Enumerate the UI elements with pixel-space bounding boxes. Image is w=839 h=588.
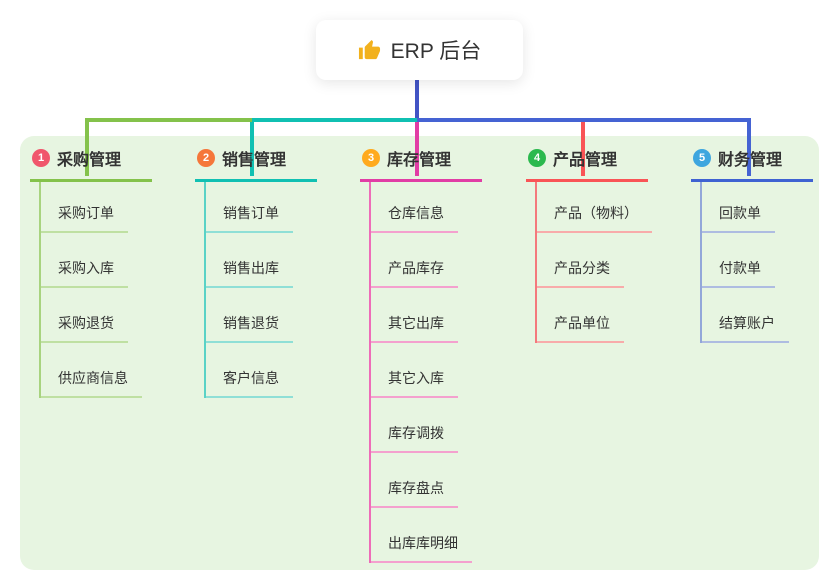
child-node: 产品库存: [371, 233, 472, 288]
branch-title-finance[interactable]: 5 财务管理: [691, 146, 813, 182]
child-node: 库存盘点: [371, 453, 472, 508]
child-node: 销售出库: [206, 233, 293, 288]
child-node-label[interactable]: 销售出库: [206, 258, 293, 288]
hbar-sales-segment: [252, 118, 417, 122]
branch-title-stock[interactable]: 3 库存管理: [360, 146, 482, 182]
root-node-erp-backend[interactable]: ERP 后台: [316, 20, 523, 80]
child-node-label[interactable]: 销售退货: [206, 313, 293, 343]
hbar-purchase-segment: [85, 118, 252, 122]
branch-title-sales[interactable]: 2 销售管理: [195, 146, 317, 182]
child-node-label[interactable]: 销售订单: [206, 203, 293, 233]
child-node: 产品单位: [537, 288, 652, 343]
branch-children-stock: 仓库信息 产品库存 其它出库 其它入库 库存调拨 库存盘点 出库库明细: [369, 182, 472, 563]
branch-title-product[interactable]: 4 产品管理: [526, 146, 648, 182]
child-node-label[interactable]: 采购入库: [41, 258, 128, 288]
branch-label: 采购管理: [57, 152, 122, 169]
child-node-label[interactable]: 付款单: [702, 258, 775, 288]
child-node: 其它出库: [371, 288, 472, 343]
child-node: 出库库明细: [371, 508, 472, 563]
drop-finance-line: [747, 118, 751, 176]
child-node: 供应商信息: [41, 343, 142, 398]
branch-product-management: 4 产品管理 产品（物料） 产品分类 产品单位: [526, 146, 652, 343]
child-node: 采购订单: [41, 182, 142, 233]
child-node: 库存调拨: [371, 398, 472, 453]
child-node-label[interactable]: 其它入库: [371, 368, 458, 398]
child-node: 产品（物料）: [537, 182, 652, 233]
branch-label: 财务管理: [718, 152, 783, 169]
child-node-label[interactable]: 客户信息: [206, 368, 293, 398]
child-node: 销售退货: [206, 288, 293, 343]
branch-children-finance: 回款单 付款单 结算账户: [700, 182, 789, 343]
branch-children-purchase: 采购订单 采购入库 采购退货 供应商信息: [39, 182, 142, 398]
child-node-label[interactable]: 产品库存: [371, 258, 458, 288]
branch-label: 库存管理: [387, 152, 452, 169]
branch-stock-management: 3 库存管理 仓库信息 产品库存 其它出库 其它入库 库存调拨 库存盘点 出库库…: [360, 146, 482, 563]
child-node: 仓库信息: [371, 182, 472, 233]
drop-purchase-line: [85, 118, 89, 176]
child-node: 销售订单: [206, 182, 293, 233]
child-node-label[interactable]: 结算账户: [702, 313, 789, 343]
child-node-label[interactable]: 回款单: [702, 203, 775, 233]
branch-number-badge: 5: [693, 149, 711, 167]
child-node-label[interactable]: 采购订单: [41, 203, 128, 233]
branch-number-badge: 2: [197, 149, 215, 167]
branch-number-badge: 3: [362, 149, 380, 167]
child-node: 结算账户: [702, 288, 789, 343]
child-node-label[interactable]: 库存盘点: [371, 478, 458, 508]
branch-number-badge: 4: [528, 149, 546, 167]
child-node: 回款单: [702, 182, 789, 233]
branch-title-purchase[interactable]: 1 采购管理: [30, 146, 152, 182]
child-node-label[interactable]: 库存调拨: [371, 423, 458, 453]
hbar-finance-segment: [417, 118, 751, 122]
root-node-label: ERP 后台: [390, 40, 482, 63]
branch-children-sales: 销售订单 销售出库 销售退货 客户信息: [204, 182, 293, 398]
child-node: 其它入库: [371, 343, 472, 398]
branch-finance-management: 5 财务管理 回款单 付款单 结算账户: [691, 146, 813, 343]
branches-background-panel: [20, 136, 819, 570]
drop-sales-line: [250, 118, 254, 176]
branch-sales-management: 2 销售管理 销售订单 销售出库 销售退货 客户信息: [195, 146, 317, 398]
branch-label: 销售管理: [222, 152, 287, 169]
child-node-label[interactable]: 其它出库: [371, 313, 458, 343]
branch-number-badge: 1: [32, 149, 50, 167]
child-node: 产品分类: [537, 233, 652, 288]
child-node: 付款单: [702, 233, 789, 288]
child-node: 客户信息: [206, 343, 293, 398]
drop-stock-line: [415, 120, 419, 176]
child-node: 采购退货: [41, 288, 142, 343]
drop-product-line: [581, 120, 585, 176]
child-node: 采购入库: [41, 233, 142, 288]
thumbs-up-icon: [358, 39, 380, 59]
root-connector-line: [415, 78, 419, 120]
child-node-label[interactable]: 产品单位: [537, 313, 624, 343]
child-node-label[interactable]: 采购退货: [41, 313, 128, 343]
branch-purchase-management: 1 采购管理 采购订单 采购入库 采购退货 供应商信息: [30, 146, 152, 398]
child-node-label[interactable]: 产品（物料）: [537, 203, 652, 233]
child-node-label[interactable]: 仓库信息: [371, 203, 458, 233]
branch-children-product: 产品（物料） 产品分类 产品单位: [535, 182, 652, 343]
child-node-label[interactable]: 出库库明细: [371, 533, 472, 563]
child-node-label[interactable]: 供应商信息: [41, 368, 142, 398]
child-node-label[interactable]: 产品分类: [537, 258, 624, 288]
branch-label: 产品管理: [553, 152, 618, 169]
